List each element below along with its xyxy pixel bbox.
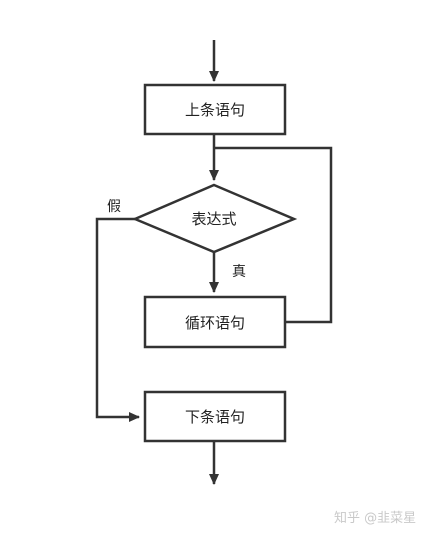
loop-back-line <box>214 146 333 324</box>
condition-label: 表达式 <box>191 210 236 228</box>
loop-body-label: 循环语句 <box>185 314 245 332</box>
prev-statement-label: 上条语句 <box>185 101 245 119</box>
false-branch-line <box>95 217 140 422</box>
watermark-text: 知乎 @韭菜星 <box>334 511 417 526</box>
true-label: 真 <box>232 264 246 280</box>
next-statement-label: 下条语句 <box>185 408 245 426</box>
false-label: 假 <box>107 199 121 215</box>
next-statement-box <box>143 390 287 443</box>
